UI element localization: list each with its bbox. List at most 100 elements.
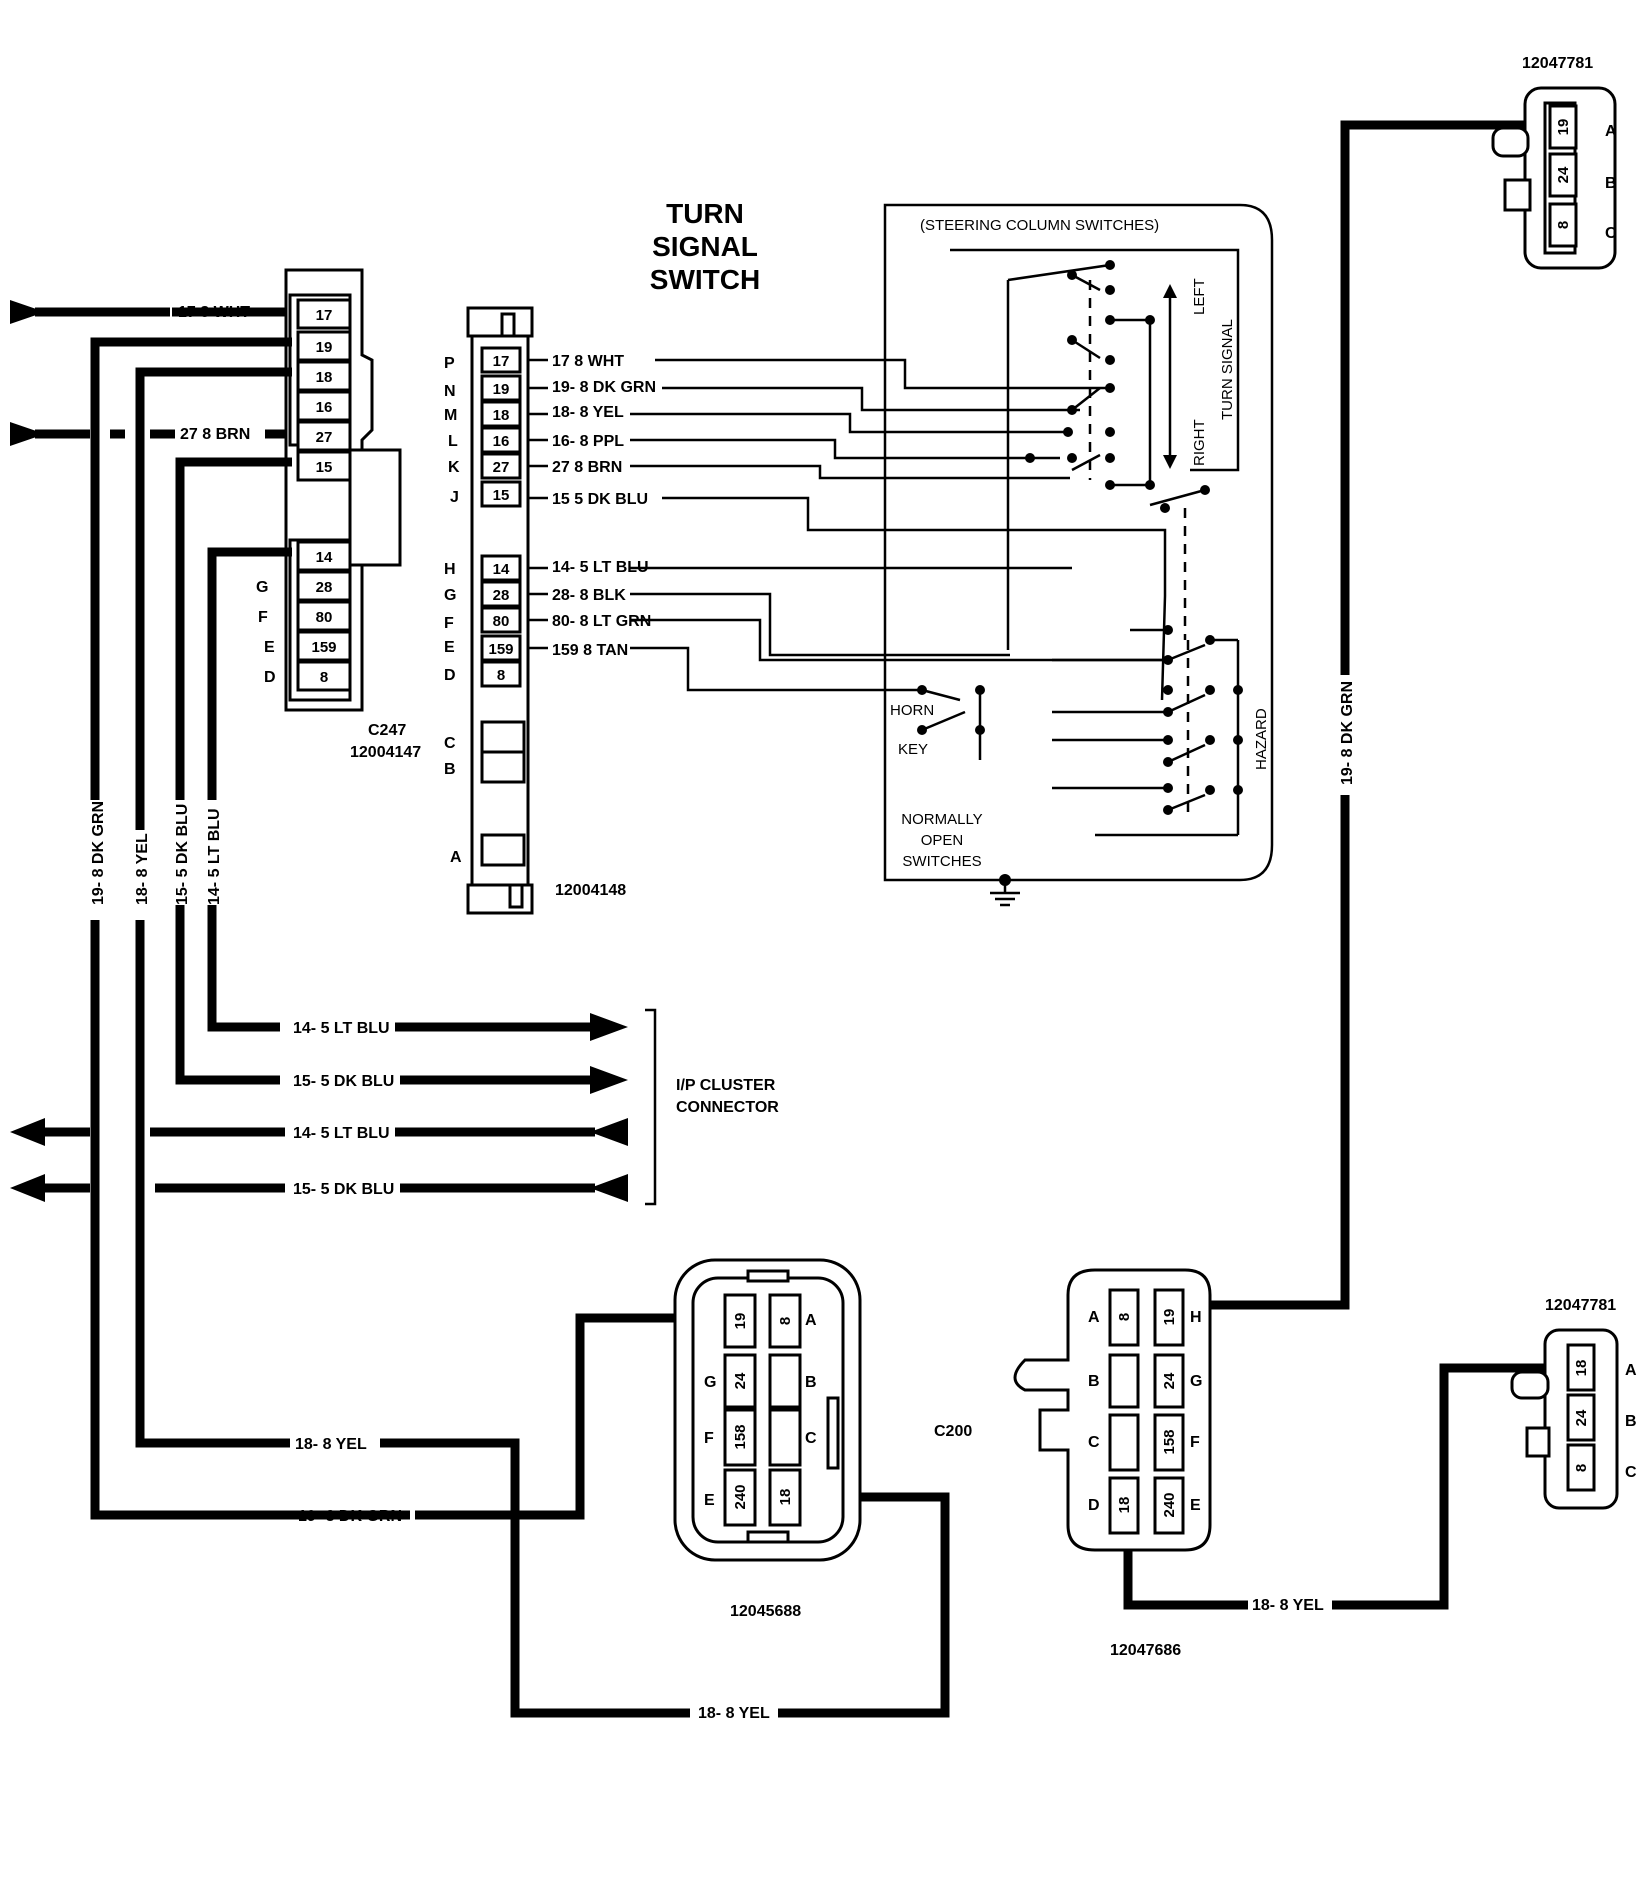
pin: 19 bbox=[1161, 1309, 1178, 1326]
pin-letter: H bbox=[1190, 1309, 1202, 1326]
wire-label: 14- 5 LT BLU bbox=[552, 559, 649, 576]
pin-letter: C bbox=[444, 735, 456, 752]
pin-letter: E bbox=[444, 639, 455, 656]
wire-label: 19- 8 DK GRN bbox=[1339, 681, 1356, 785]
ground-icon bbox=[990, 874, 1020, 907]
wire-label: 27 8 BRN bbox=[552, 459, 622, 476]
pin: 18 bbox=[316, 369, 333, 386]
connector-part: 12004147 bbox=[350, 744, 421, 761]
pin: 19 bbox=[732, 1313, 749, 1330]
cluster-wire-label: 15- 5 DK BLU bbox=[293, 1073, 394, 1090]
pin: 8 bbox=[1573, 1464, 1590, 1472]
vertical-wire-label: 18- 8 YEL bbox=[134, 833, 151, 905]
cluster-label-1: I/P CLUSTER bbox=[676, 1077, 776, 1094]
wire-label: 80- 8 LT GRN bbox=[552, 613, 651, 630]
horn-key-switches: HORN KEY NORMALLY OPEN SWITCHES bbox=[890, 685, 985, 870]
vertical-wire-label: 15- 5 DK BLU bbox=[174, 804, 191, 905]
pin-letter: G bbox=[444, 587, 456, 604]
arrow-in-icon bbox=[10, 422, 45, 446]
pin: 24 bbox=[732, 1372, 749, 1389]
wire-label: 18- 8 YEL bbox=[552, 404, 624, 421]
pin-letter: F bbox=[444, 615, 454, 632]
pin: 28 bbox=[316, 579, 333, 596]
arrow-left-icon bbox=[10, 1174, 45, 1202]
pin-letter: H bbox=[444, 561, 456, 578]
pin-letter: B bbox=[1625, 1413, 1637, 1430]
pin-letter: J bbox=[450, 489, 459, 506]
connector-pins-bottom: 14 28 80 159 8 bbox=[480, 554, 522, 688]
pin-letter: A bbox=[1625, 1362, 1637, 1379]
connector-name: C247 bbox=[368, 722, 406, 739]
pin: 80 bbox=[316, 609, 333, 626]
pin-letter: E bbox=[704, 1492, 715, 1509]
pin-letter: K bbox=[448, 459, 460, 476]
arrow-left-icon bbox=[10, 1118, 45, 1146]
pin-letter: M bbox=[444, 407, 457, 424]
connector-part: 12047781 bbox=[1522, 55, 1593, 72]
wire-label: 15 5 DK BLU bbox=[552, 491, 648, 508]
title-line-1: TURN bbox=[666, 198, 744, 229]
pin-letter: D bbox=[264, 669, 276, 686]
pin: 15 bbox=[316, 459, 333, 476]
connector-c200: 19 8 24 158 240 18 G F E A B C C200 1204… bbox=[673, 1258, 972, 1620]
arrow-in-icon bbox=[590, 1118, 628, 1146]
connector-part: 12004148 bbox=[555, 882, 626, 899]
pin-letter: E bbox=[1190, 1497, 1201, 1514]
label-right: RIGHT bbox=[1191, 419, 1208, 466]
cluster-wire-label: 14- 5 LT BLU bbox=[293, 1125, 390, 1142]
pin: 159 bbox=[488, 641, 513, 658]
pin-letter: F bbox=[704, 1430, 714, 1447]
pin-letter: A bbox=[450, 849, 462, 866]
vertical-wire-label: 19- 8 DK GRN bbox=[90, 801, 107, 905]
wire-label: 18- 8 YEL bbox=[698, 1705, 770, 1722]
pin: 18 bbox=[777, 1489, 794, 1506]
arrow-right-icon bbox=[590, 1066, 628, 1094]
connector-name: C200 bbox=[934, 1423, 972, 1440]
connector-wire-labels: 17 8 WHT 19- 8 DK GRN 18- 8 YEL 16- 8 PP… bbox=[552, 353, 656, 659]
label-normally-open-2: OPEN bbox=[921, 832, 964, 849]
arrow-right-icon bbox=[590, 1013, 628, 1041]
pin: 19 bbox=[316, 339, 333, 356]
pin: 14 bbox=[493, 561, 510, 578]
title-line-3: SWITCH bbox=[650, 264, 760, 295]
pin: 24 bbox=[1161, 1372, 1178, 1389]
label-key: KEY bbox=[898, 741, 928, 758]
pin-letter: P bbox=[444, 355, 455, 372]
arrow-up-icon bbox=[1163, 284, 1177, 298]
connector-part: 12045688 bbox=[730, 1603, 801, 1620]
c247-pins-top: 17 19 18 16 27 15 bbox=[296, 298, 352, 482]
pin: 16 bbox=[493, 433, 510, 450]
pin-letter: B bbox=[805, 1374, 817, 1391]
arrow-in-icon bbox=[10, 300, 45, 324]
pin-letter: A bbox=[805, 1312, 817, 1329]
pin-letter: B bbox=[1605, 175, 1617, 192]
pin-letter: F bbox=[1190, 1434, 1200, 1451]
pin: 15 bbox=[493, 487, 510, 504]
pin-letter: C bbox=[1625, 1464, 1637, 1481]
cluster-wires: 14- 5 LT BLU 15- 5 DK BLU 14- 5 LT BLU 1… bbox=[10, 1008, 779, 1206]
switch-signal-wires bbox=[630, 358, 1167, 701]
cluster-label-2: CONNECTOR bbox=[676, 1099, 779, 1116]
label-normally-open-3: SWITCHES bbox=[902, 853, 981, 870]
pin-letter: G bbox=[1190, 1373, 1202, 1390]
pin: 8 bbox=[1116, 1313, 1133, 1321]
connector-part: 12047686 bbox=[1110, 1642, 1181, 1659]
input-wire-27-brn: 27 8 BRN bbox=[10, 422, 295, 446]
wire-label: 18- 8 YEL bbox=[295, 1436, 367, 1453]
diagram-title: TURN SIGNAL SWITCH bbox=[650, 198, 760, 295]
wire-label: 159 8 TAN bbox=[552, 642, 628, 659]
pin-letter: E bbox=[264, 639, 275, 656]
pin: 8 bbox=[777, 1317, 794, 1325]
pin-letter: L bbox=[448, 433, 458, 450]
wire-label: 28- 8 BLK bbox=[552, 587, 626, 604]
connector-part: 12047781 bbox=[1545, 1297, 1616, 1314]
label-horn: HORN bbox=[890, 702, 934, 719]
label-turn-signal: TURN SIGNAL bbox=[1219, 319, 1236, 420]
pin: 18 bbox=[493, 407, 510, 424]
pin: 19 bbox=[1555, 119, 1572, 136]
label-normally-open-1: NORMALLY bbox=[901, 811, 982, 828]
pin: 24 bbox=[1555, 166, 1572, 183]
pin-letter: B bbox=[444, 761, 456, 778]
pin: 27 bbox=[493, 459, 510, 476]
lamp-top-pins: 19 24 8 bbox=[1548, 104, 1578, 248]
